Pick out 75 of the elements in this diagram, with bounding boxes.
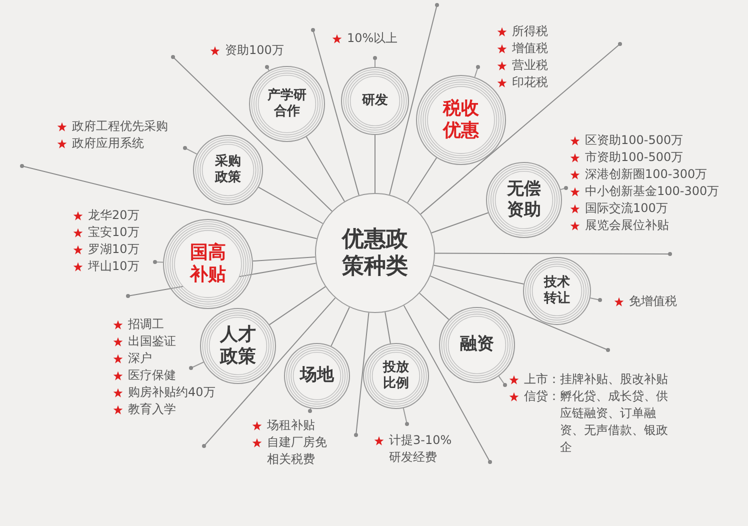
- policy-item: 信贷：孵化贷、成长贷、供应链融资、订单融资、无声借款、银政企: [524, 388, 669, 456]
- policy-item: 印花税: [512, 74, 548, 91]
- policy-item: 购房补贴约40万: [128, 384, 216, 401]
- connector-line: [374, 134, 376, 194]
- circle-label: 无偿资助: [506, 178, 542, 222]
- circle-label: 优惠政策种类: [340, 226, 409, 280]
- ray-line: [22, 166, 318, 240]
- ringed-circle: [200, 308, 276, 384]
- circle-label: 产学研合作: [266, 88, 308, 120]
- policy-item: 宝安10万: [88, 224, 140, 241]
- circle-label: 投放比例: [382, 360, 410, 392]
- ringed-circle: [284, 343, 350, 409]
- ringed-circle: [416, 75, 506, 165]
- connector-line: [431, 212, 489, 234]
- circle-label: 税收优惠: [442, 98, 480, 142]
- policy-item: 坪山10万: [88, 258, 140, 275]
- policy-item: 教育入学: [128, 401, 176, 418]
- policy-item: 深港创新圈100-300万: [585, 166, 708, 183]
- policy-item: 政府应用系统: [72, 135, 144, 152]
- ringed-circle: [249, 66, 325, 142]
- ringed-circle: [193, 135, 263, 205]
- ray-line: [312, 30, 360, 196]
- ringed-circle: [486, 162, 562, 238]
- policy-item: 中小创新基金100-300万: [585, 183, 720, 200]
- connector-line: [258, 186, 324, 224]
- policy-item: 国际交流100万: [585, 200, 668, 217]
- connector-line: [268, 286, 326, 326]
- connector-line: [407, 157, 438, 204]
- circle-label: 研发: [360, 92, 389, 110]
- policy-item: 区资助100-500万: [585, 132, 684, 149]
- circle-label: 国高补贴: [188, 242, 227, 286]
- ringed-circle: [363, 343, 429, 409]
- ringed-circle: [163, 219, 253, 309]
- ray-line: [420, 44, 620, 215]
- policy-item: 计提3-10%研发经费: [389, 432, 453, 466]
- policy-item: 营业税: [512, 57, 548, 74]
- connector-line: [433, 264, 524, 285]
- ringed-circle: [439, 307, 515, 383]
- policy-item: 免增值税: [629, 293, 677, 310]
- circle-label: 人才政策: [218, 324, 257, 368]
- policy-item: 资助100万: [225, 42, 284, 59]
- circle-label: 融资: [459, 334, 495, 356]
- policy-item: 出国鉴证: [128, 333, 176, 350]
- policy-item: 龙华20万: [88, 207, 140, 224]
- policy-item: 所得税: [512, 23, 548, 40]
- ray-line: [204, 297, 336, 446]
- policy-item: 自建厂房免相关税费: [267, 434, 328, 468]
- policy-item: 罗湖10万: [88, 241, 140, 258]
- policy-item: 增值税: [512, 40, 548, 57]
- policy-item: 上市：挂牌补贴、股改补贴: [524, 371, 668, 388]
- ray-line: [356, 312, 370, 436]
- ray-line: [430, 276, 608, 350]
- connector-line: [252, 256, 316, 262]
- connector-line: [419, 292, 450, 320]
- policy-item: 深户: [128, 350, 152, 367]
- center-circle: [315, 193, 435, 313]
- connector-line: [384, 312, 391, 344]
- connector-line: [330, 306, 350, 347]
- ringed-circle: [341, 67, 409, 135]
- circle-label: 技术转让: [542, 274, 571, 308]
- policy-item: 展览会展位补贴: [585, 217, 669, 234]
- circle-label: 场地: [298, 365, 336, 387]
- ray-line: [434, 252, 670, 254]
- ray-line: [389, 4, 438, 196]
- policy-item: 10%以上: [347, 30, 398, 47]
- policy-item: 政府工程优先采购: [72, 118, 168, 135]
- ray-line: [172, 56, 332, 212]
- connector-line: [306, 136, 345, 202]
- circle-label: 采购政策: [214, 154, 242, 186]
- policy-item: 医疗保健: [128, 367, 176, 384]
- ray-line: [403, 305, 490, 462]
- policy-item: 招调工: [128, 316, 164, 333]
- policy-item: 市资助100-500万: [585, 149, 684, 166]
- policy-item: 场租补贴: [267, 417, 315, 434]
- ringed-circle: [523, 257, 591, 325]
